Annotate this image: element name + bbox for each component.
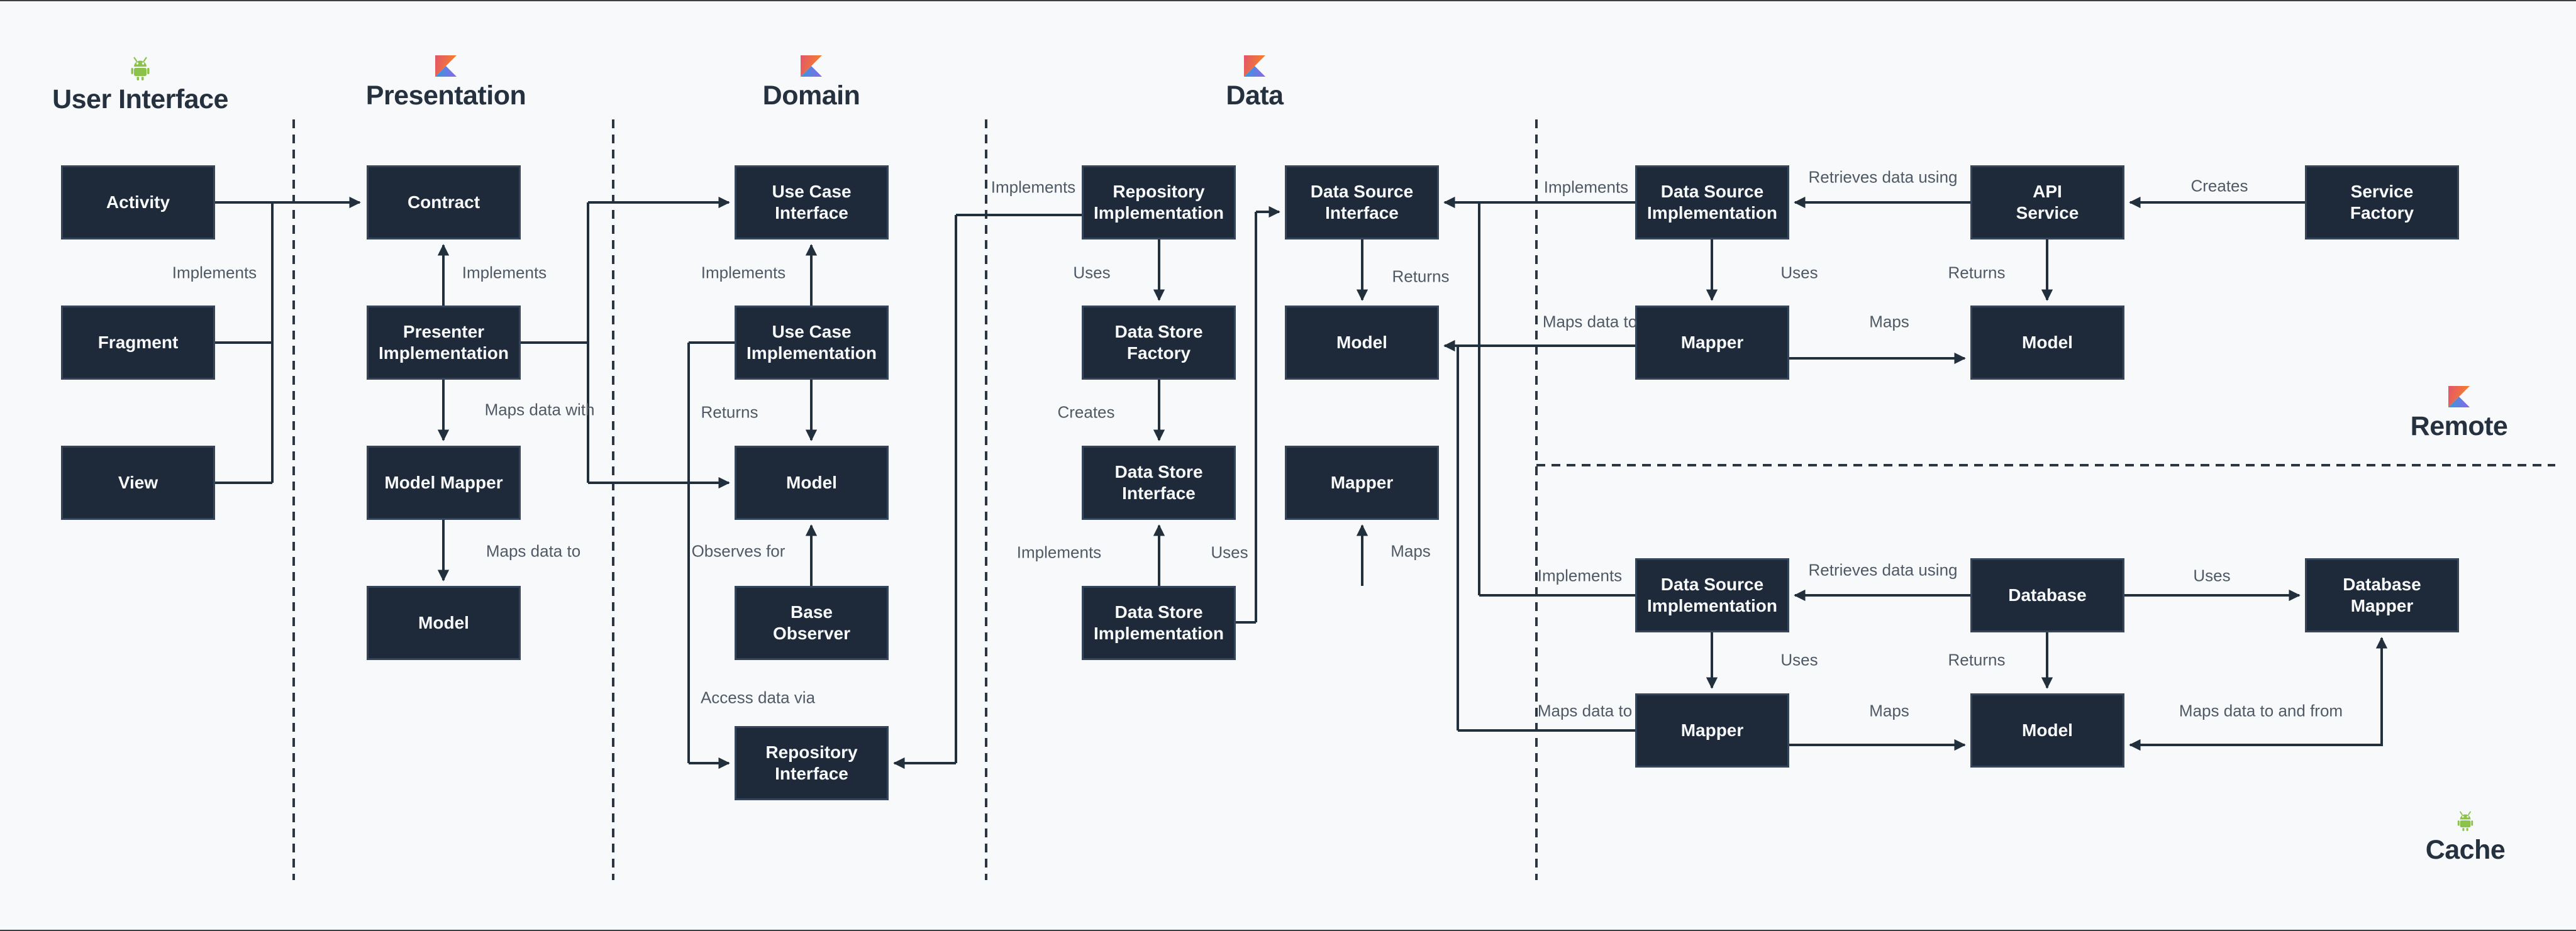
node-repository-interface: Repository Interface [735,726,889,800]
edge-label: Maps [1869,701,1909,720]
edge-label: Maps data to and from [2179,701,2343,720]
section-title: Cache [2425,835,2506,865]
section-header-user-interface: User Interface [51,57,230,115]
section-header-domain: Domain [730,55,893,111]
edge-label: Uses [1780,263,1818,282]
edge-label: Access data via [700,688,816,707]
section-header-cache: Cache [2390,811,2541,866]
edge-label: Implements [1537,566,1623,585]
node-database: Database [1970,558,2124,632]
section-header-presentation: Presentation [364,55,528,111]
kotlin-icon [2448,386,2470,407]
edge-label: Returns [1392,267,1450,286]
section-title: Remote [2410,411,2508,441]
edge-label: Implements [991,177,1076,197]
section-title: User Interface [52,84,228,114]
node-base-observer: Base Observer [735,586,889,660]
bottom-border [0,930,2576,931]
edge-label: Returns [1948,263,2006,282]
node-model-mapper: Model Mapper [367,446,521,520]
node-data-mapper: Mapper [1285,446,1439,520]
android-icon [131,57,150,80]
node-use-case-implementation: Use Case Implementation [735,306,889,380]
edge-label: Implements [701,263,786,282]
android-icon [2457,811,2473,831]
edge-label: Maps [1869,312,1909,331]
edge-label: Retrieves data using [1808,167,1958,187]
node-data-store-implementation: Data Store Implementation [1082,586,1236,660]
node-contract: Contract [367,165,521,240]
kotlin-icon [801,55,822,77]
node-repository-implementation: Repository Implementation [1082,165,1236,240]
edge-label: Retrieves data using [1808,560,1958,580]
node-remote-mapper: Mapper [1635,306,1789,380]
node-data-store-interface: Data Store Interface [1082,446,1236,520]
section-header-data: Data [1176,55,1333,111]
node-data-source-interface: Data Source Interface [1285,165,1439,240]
edge-label: Returns [701,402,758,422]
node-fragment: Fragment [61,306,215,380]
section-title: Domain [762,80,860,111]
kotlin-icon [435,55,457,77]
node-cache-data-source-implementation: Data Source Implementation [1635,558,1789,632]
edge-label: Uses [1073,263,1111,282]
edge-label: Implements [172,263,257,282]
edge-label: Uses [1211,543,1248,562]
kotlin-icon [1244,55,1265,77]
node-activity: Activity [61,165,215,240]
edge-label: Implements [1016,543,1102,562]
edge-label: Uses [1780,650,1818,669]
section-header-remote: Remote [2384,386,2534,442]
node-remote-data-source-implementation: Data Source Implementation [1635,165,1789,240]
edge-label: Maps data with [484,400,595,419]
section-title: Presentation [365,80,526,111]
top-border [0,0,2576,1]
edge-label: Implements [462,263,547,282]
edge-label: Creates [1057,402,1115,422]
node-domain-model: Model [735,446,889,520]
edge-label: Maps data to [1537,701,1633,720]
edge-label: Maps data to [486,541,581,561]
node-remote-model: Model [1970,306,2124,380]
node-use-case-interface: Use Case Interface [735,165,889,240]
edge-label: Observes for [691,541,786,561]
node-api-service: API Service [1970,165,2124,240]
node-presenter-implementation: Presenter Implementation [367,306,521,380]
edge-label: Maps [1391,541,1431,561]
node-data-model: Model [1285,306,1439,380]
node-presentation-model: Model [367,586,521,660]
node-cache-mapper: Mapper [1635,693,1789,768]
node-service-factory: Service Factory [2305,165,2459,240]
node-cache-model: Model [1970,693,2124,768]
edge-label: Implements [1543,177,1629,197]
edge-label: Uses [2193,566,2231,585]
node-data-store-factory: Data Store Factory [1082,306,1236,380]
section-title: Data [1226,80,1284,111]
edge-label: Creates [2190,176,2248,196]
node-view: View [61,446,215,520]
edge-label: Maps data to [1542,312,1638,331]
node-database-mapper: Database Mapper [2305,558,2459,632]
edge-label: Returns [1948,650,2006,669]
